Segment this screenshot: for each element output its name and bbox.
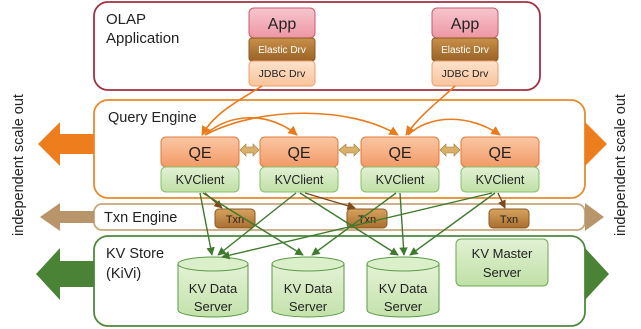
kvclient-node-4 xyxy=(460,166,540,193)
txn-node-1 xyxy=(214,208,256,229)
scale-out-arrow-left-green xyxy=(36,248,94,300)
kv-data-server-3: KV Data Server xyxy=(366,256,440,318)
olap-label-1: OLAP xyxy=(106,11,146,28)
kv-data-server-3-line2: Server xyxy=(384,299,423,314)
scale-out-arrow-left-brown xyxy=(40,203,94,231)
client4-to-ds1 xyxy=(221,192,493,260)
client3-to-ds2 xyxy=(311,192,397,256)
qe-label-3: QE xyxy=(388,145,411,162)
client4-to-ds3 xyxy=(409,192,496,256)
kv-data-server-3-line1: KV Data xyxy=(379,281,428,296)
txn-engine-label: Txn Engine xyxy=(104,210,177,226)
kv-data-server-1: KV Data Server xyxy=(177,256,249,318)
olap-label-2: Application xyxy=(106,30,179,47)
route-qe1-to-qe2 xyxy=(204,117,298,136)
kv-store-label-2: (KiVi) xyxy=(106,266,141,282)
kvclient-node-2 xyxy=(259,166,339,193)
client2-to-ds3 xyxy=(299,192,399,256)
client4-to-txn3 xyxy=(497,192,506,209)
kv-data-server-2: KV Data Server xyxy=(271,256,345,318)
kv-data-server-2-line2: Server xyxy=(289,299,328,314)
client1-to-ds2 xyxy=(202,192,304,256)
kv-data-server-1-line1: KV Data xyxy=(189,281,238,296)
txn-label-1: Txn xyxy=(226,214,244,226)
kv-data-server-1-line2: Server xyxy=(194,299,233,314)
qe-link-1-2 xyxy=(239,143,260,157)
kv-data-server-2-line1: KV Data xyxy=(284,281,333,296)
route-qe3-to-qe4 xyxy=(407,118,501,136)
jdbc-driver-2 xyxy=(431,60,499,87)
client3-to-ds3 xyxy=(399,192,408,256)
kv-master-line2: Server xyxy=(483,265,522,280)
kvclient-label-4: KVClient xyxy=(476,173,525,187)
route-jdbc-to-qe1 xyxy=(201,85,263,136)
query-engine-label: Query Engine xyxy=(108,110,197,126)
app-label-1: App xyxy=(268,16,297,33)
route-qe1-to-qe3 xyxy=(204,112,399,136)
kv-store-label-1: KV Store xyxy=(106,246,164,262)
jdbc-driver-1 xyxy=(248,60,316,87)
elastic-label-2: Elastic Drv xyxy=(441,45,489,56)
client2-to-ds1 xyxy=(217,192,297,256)
left-scale-out-label: independent scale out xyxy=(11,94,27,236)
scale-out-arrow-right-green xyxy=(585,248,609,300)
kvclient-node-1 xyxy=(160,166,240,193)
client2-to-txn2 xyxy=(304,192,356,210)
qe-link-3-4 xyxy=(439,143,461,157)
kv-master-line1: KV Master xyxy=(472,246,533,261)
qe-label-1: QE xyxy=(188,145,211,162)
kvclient-label-3: KVClient xyxy=(376,173,425,187)
txn-label-3: Txn xyxy=(500,214,518,226)
olap-container xyxy=(93,1,541,91)
qe-label-2: QE xyxy=(287,145,310,162)
txn-node-3 xyxy=(488,208,530,229)
kvclient-label-1: KVClient xyxy=(176,173,225,187)
route-jdbc2-to-qe3 xyxy=(405,85,456,136)
app-label-2: App xyxy=(451,16,480,33)
scale-out-arrow-right-orange xyxy=(585,122,607,166)
qe-label-4: QE xyxy=(488,145,511,162)
jdbc-label-1: JDBC Drv xyxy=(259,68,306,80)
kvclient-node-3 xyxy=(360,166,440,193)
client1-to-ds1 xyxy=(199,192,215,256)
qe-link-2-3 xyxy=(338,143,361,157)
right-scale-out-label: independent scale out xyxy=(613,94,629,236)
kvclient-label-2: KVClient xyxy=(275,173,324,187)
elastic-label-1: Elastic Drv xyxy=(258,45,306,56)
jdbc-label-2: JDBC Drv xyxy=(442,68,489,80)
scale-out-arrow-right-brown xyxy=(585,203,604,231)
scale-out-arrow-left-orange xyxy=(38,122,94,166)
kv-master-server xyxy=(455,238,549,287)
